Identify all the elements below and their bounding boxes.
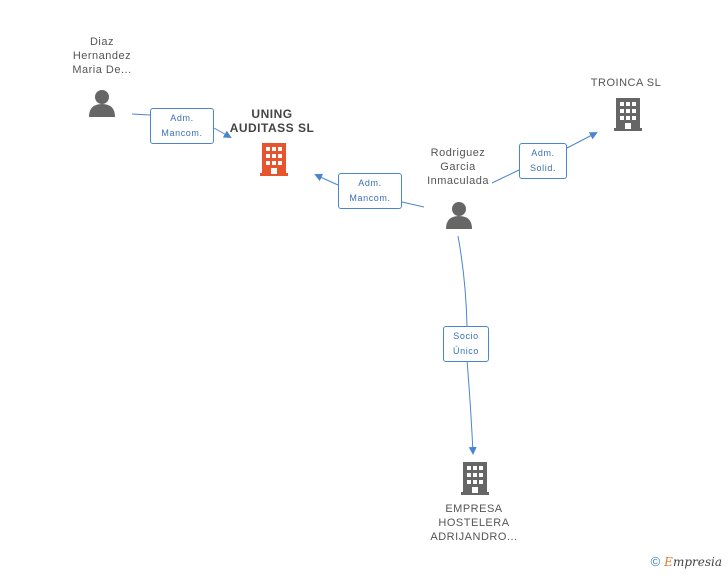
node-label-line: HOSTELERA: [438, 517, 510, 529]
relation-label-line: Adm.: [531, 148, 555, 158]
relation-badge-rodriguez-troinca[interactable]: Adm. Solid.: [519, 143, 567, 179]
relation-label-line: Mancom.: [349, 193, 391, 203]
edge-rodriguez-troinca: [491, 133, 596, 184]
building-icon: [260, 143, 288, 176]
building-icon: [614, 98, 642, 131]
node-label-uning[interactable]: UNING AUDITASS SL: [216, 107, 328, 135]
person-icon: [89, 90, 115, 117]
node-label-line: ADRIJANDRO...: [430, 531, 518, 543]
relation-label-line: Socio: [453, 331, 479, 341]
node-label-line: UNING: [251, 107, 293, 121]
relation-label-line: Único: [452, 346, 479, 356]
relation-label-line: Adm.: [170, 113, 194, 123]
brand-name: mpresia: [672, 555, 722, 569]
empresia-watermark[interactable]: ©Empresia: [651, 554, 722, 569]
node-label-line: TROINCA SL: [590, 77, 662, 89]
node-label-line: Garcia: [440, 161, 476, 173]
node-label-diaz[interactable]: Diaz Hernandez Maria De...: [52, 35, 152, 77]
node-label-troinca[interactable]: TROINCA SL: [576, 76, 676, 90]
relation-badge-rodriguez-uning[interactable]: Adm. Mancom.: [338, 173, 402, 209]
node-label-rodriguez[interactable]: Rodriguez Garcia Inmaculada: [408, 146, 508, 188]
relation-label-line: Solid.: [529, 163, 557, 173]
node-label-empresa[interactable]: EMPRESA HOSTELERA ADRIJANDRO...: [418, 502, 530, 544]
person-icon: [446, 202, 472, 229]
node-label-line: Maria De...: [72, 64, 132, 76]
relation-badge-diaz-uning[interactable]: Adm. Mancom.: [150, 108, 214, 144]
relation-badge-rodriguez-empresa[interactable]: Socio Único: [443, 326, 489, 362]
node-label-line: Diaz: [89, 36, 114, 48]
node-label-line: AUDITASS SL: [229, 121, 315, 135]
edge-rodriguez-uning: [316, 175, 425, 208]
node-label-line: Hernandez: [72, 50, 132, 62]
copyright-icon: ©: [650, 554, 661, 569]
edge-diaz-uning: [131, 113, 230, 137]
building-icon: [461, 462, 489, 495]
relation-label-line: Adm.: [358, 178, 382, 188]
brand-logo: Empresia: [664, 555, 722, 569]
node-label-line: Rodriguez: [430, 147, 486, 159]
node-label-line: Inmaculada: [427, 175, 489, 187]
node-label-line: EMPRESA: [445, 503, 503, 515]
relation-label-line: Mancom.: [161, 128, 203, 138]
edge-rodriguez-empresa: [457, 235, 473, 453]
brand-initial: E: [664, 555, 673, 569]
